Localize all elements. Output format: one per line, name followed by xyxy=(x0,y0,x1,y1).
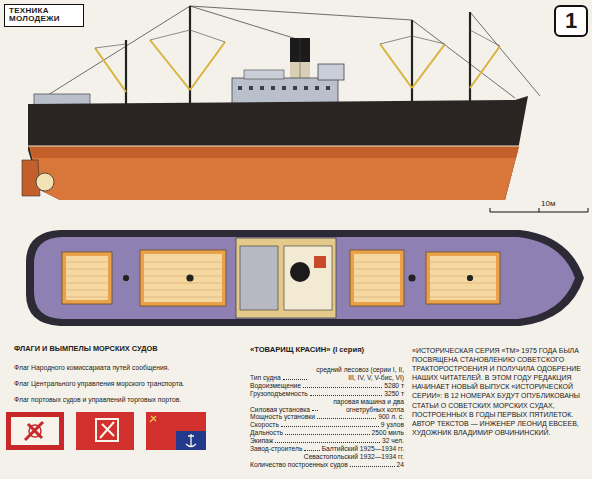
leader-dots xyxy=(281,426,379,427)
node-text: ТЕХНИКА xyxy=(9,7,79,15)
spec-value: Севастопольский 1932—1934 гг. xyxy=(304,453,404,461)
node-text: 1 xyxy=(565,8,577,33)
spec-key: Количество построенных судов xyxy=(250,461,348,469)
magazine-logo: ТЕХНИКАМОЛОДЕЖИ xyxy=(4,4,84,27)
scale-label: 10м xyxy=(541,200,555,208)
leader-dots xyxy=(283,379,307,380)
spec-value: Балтийский 1925—1934 гг. xyxy=(322,445,404,453)
spec-row: Количество построенных судов 24 xyxy=(250,461,404,469)
spec-row: Севастопольский 1932—1934 гг. xyxy=(250,453,404,461)
section-heading: ФЛАГИ И ВЫМПЕЛЫ МОРСКИХ СУДОВ xyxy=(14,345,164,354)
spec-key: Водоизмещение xyxy=(250,382,301,390)
spec-row: Тип судна средний лесовоз (серии I, II, I… xyxy=(250,366,404,382)
spec-value: паровая машина и два огнетрубных котла xyxy=(320,398,404,414)
spec-key: Грузоподъемность xyxy=(250,390,308,398)
spec-value: 2500 миль xyxy=(372,429,404,437)
spec-value: 900 л. с. xyxy=(378,413,404,421)
node-text: МОЛОДЕЖИ xyxy=(9,15,79,23)
spec-value: 24 xyxy=(397,461,404,469)
spec-row: Скорость 9 узлов xyxy=(250,421,404,429)
flag-cumt xyxy=(76,412,134,450)
scale-bar xyxy=(490,208,588,212)
spec-value: 9 узлов xyxy=(381,421,404,429)
spec-row: Водоизмещение 5280 т xyxy=(250,382,404,390)
leader-dots xyxy=(275,442,380,443)
spec-row: Завод-строитель Балтийский 1925—1934 гг. xyxy=(250,445,404,453)
spec-row: Грузоподъемность 3250 т xyxy=(250,390,404,398)
flag-nkps xyxy=(6,412,64,450)
ship-title: «ТОВАРИЩ КРАСИН» (I серия) xyxy=(250,346,406,355)
spec-key: Скорость xyxy=(250,421,279,429)
spec-value: 3250 т xyxy=(384,390,404,398)
leader-dots xyxy=(304,450,319,451)
flag-caption: Флаг Народного комиссариата путей сообще… xyxy=(14,364,204,372)
issue-number-box: 1 xyxy=(554,5,588,37)
spec-row: Мощность установки 900 л. с. xyxy=(250,413,404,421)
spec-row: Дальность 2500 миль xyxy=(250,429,404,437)
flag-caption: Флаг портовых судов и управлений торговы… xyxy=(14,396,204,404)
intro-text: «ИСТОРИЧЕСКАЯ СЕРИЯ «ТМ» 1975 ГОДА БЫЛА … xyxy=(412,346,586,437)
spec-key: Дальность xyxy=(250,429,283,437)
leader-dots xyxy=(285,434,370,435)
leader-dots xyxy=(303,387,382,388)
spec-table: Тип судна средний лесовоз (серии I, II, I… xyxy=(250,366,404,469)
spec-key: Экипаж xyxy=(250,437,273,445)
spec-value: 32 чел. xyxy=(382,437,404,445)
flag-caption: Флаг Центрального управления морского тр… xyxy=(14,380,204,388)
spec-key: Тип судна xyxy=(250,374,281,382)
leader-dots xyxy=(312,410,318,411)
spec-value: средний лесовоз (серии I, II, III, IV, V… xyxy=(309,366,404,382)
spec-row: Силовая установка паровая машина и два ог… xyxy=(250,398,404,414)
spec-row: Экипаж 32 чел. xyxy=(250,437,404,445)
spec-key: Силовая установка xyxy=(250,406,310,414)
spec-value: 5280 т xyxy=(384,382,404,390)
leader-dots xyxy=(310,395,382,396)
spec-key: Завод-строитель xyxy=(250,445,302,453)
spec-key: Мощность установки xyxy=(250,413,315,421)
leader-dots xyxy=(350,466,395,467)
leader-dots xyxy=(317,418,376,419)
flag-port xyxy=(146,412,206,450)
